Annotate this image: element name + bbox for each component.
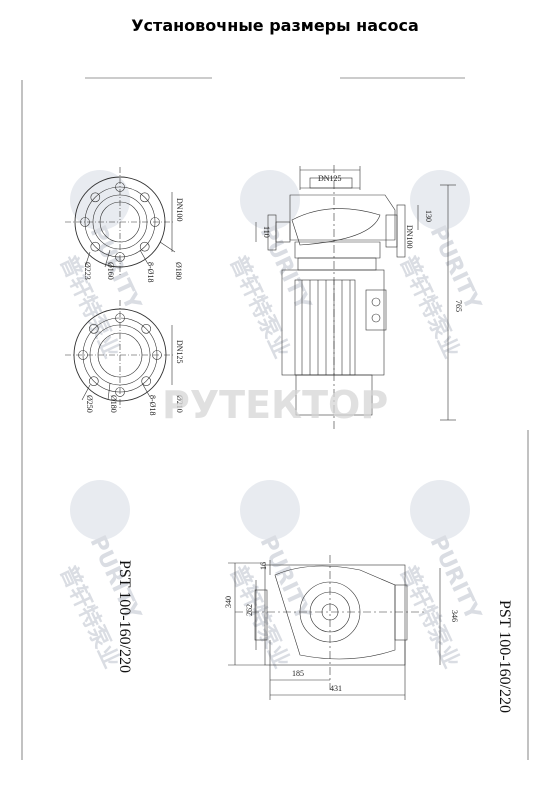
flange-dn100-bolts-label: 8-Ø18 bbox=[146, 262, 155, 282]
overlay-watermark: РУТЕКТОР bbox=[162, 383, 388, 427]
flange-dn100-view bbox=[65, 167, 176, 277]
plan-dim-431-label: 431 bbox=[330, 684, 342, 693]
side-height-label: 765 bbox=[454, 300, 463, 312]
side-inlet-label: DN100 bbox=[405, 225, 414, 249]
flange-dn100-bolt-circle-label: Ø180 bbox=[174, 262, 183, 280]
plan-dim-185-label: 185 bbox=[292, 669, 304, 678]
plan-dim-346-label: 346 bbox=[450, 610, 459, 622]
flange-dn100-dn-label: DN100 bbox=[175, 198, 184, 222]
frame bbox=[21, 77, 529, 760]
pump-plan-view bbox=[228, 555, 441, 700]
flange-dn125-bolt-circle-label: Ø210 bbox=[175, 395, 184, 413]
plan-dim-16-label: 16 bbox=[259, 562, 268, 570]
side-dim-130-label: 130 bbox=[424, 210, 433, 222]
flange-dn125-outer-label: Ø250 bbox=[85, 395, 94, 413]
flange-dn125-raised-label: Ø180 bbox=[109, 395, 118, 413]
plan-dim-262-label: 262 bbox=[245, 604, 254, 616]
page-title: Установочные размеры насоса bbox=[131, 16, 419, 35]
pump-side-view bbox=[255, 165, 456, 430]
model-label-right: PST 100-160/220 bbox=[496, 600, 513, 713]
flange-dn125-dn-label: DN125 bbox=[175, 340, 184, 364]
flange-dn100-raised-label: Ø160 bbox=[106, 262, 115, 280]
model-label-left: PST 100-160/220 bbox=[116, 560, 133, 673]
flange-dn100-outer-label: Ø223 bbox=[83, 262, 92, 280]
plan-dim-340-label: 340 bbox=[224, 596, 233, 608]
flange-dn125-bolts-label: 8-Ø18 bbox=[148, 395, 157, 415]
flange-dn125-view bbox=[65, 300, 175, 410]
side-outlet-label: DN125 bbox=[318, 174, 342, 183]
side-dim-110-label: 110 bbox=[262, 226, 271, 238]
